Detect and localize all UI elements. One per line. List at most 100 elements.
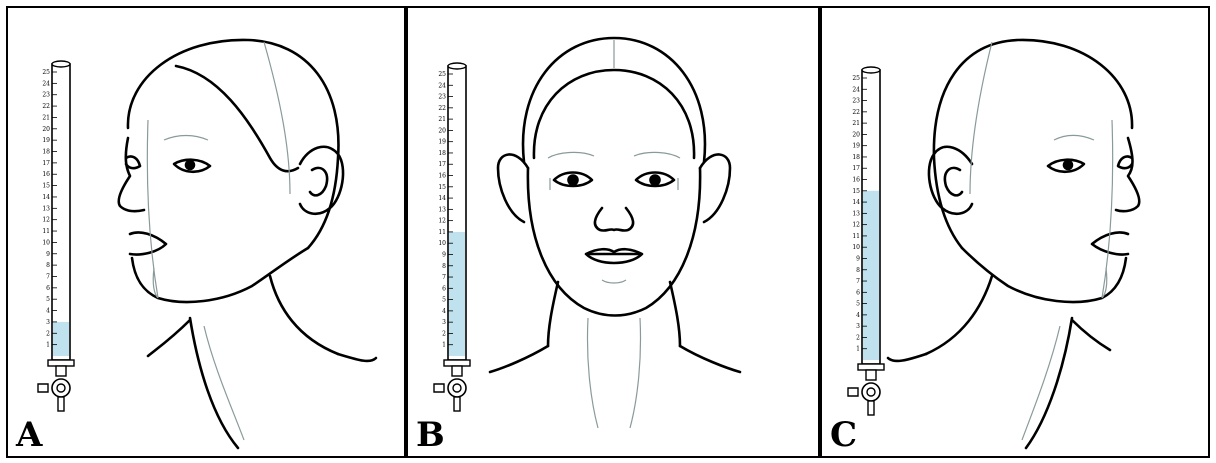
tick-label: 8: [856, 267, 860, 274]
guide-lines-b: [548, 40, 680, 428]
tick-label: 13: [42, 205, 50, 212]
panel-label: C: [830, 418, 857, 452]
tick-label: 18: [42, 149, 50, 156]
tick-label: 5: [46, 296, 50, 303]
tick-label: 15: [42, 183, 50, 190]
tick-label: 14: [852, 199, 860, 206]
tick-label: 8: [442, 263, 446, 270]
burette-neck: [866, 370, 876, 380]
tick-label: 25: [42, 69, 50, 76]
burette-rim: [862, 67, 880, 73]
tick-label: 5: [442, 297, 446, 304]
burette-a: 1234567891011121314151617181920212223242…: [38, 61, 74, 411]
tick-label: 17: [852, 165, 860, 172]
tick-label: 5: [856, 301, 860, 308]
liquid-fill: [449, 232, 465, 356]
tick-label: 24: [852, 86, 860, 93]
liquid-fill: [863, 191, 879, 360]
tick-label: 19: [852, 143, 860, 150]
tick-label: 6: [46, 285, 50, 292]
tick-label: 16: [438, 173, 446, 180]
burette-tip: [58, 397, 64, 411]
panel-a-art: 1234567891011121314151617181920212223242…: [8, 8, 408, 460]
burette-rim: [448, 63, 466, 69]
tick-label: 18: [438, 150, 446, 157]
burette-tip: [454, 397, 460, 411]
burette-rim: [52, 61, 70, 67]
tick-label: 7: [46, 273, 50, 280]
stopcock-core: [453, 384, 461, 392]
panel-b-art: 1234567891011121314151617181920212223242…: [408, 8, 822, 460]
burette-collar: [858, 364, 884, 370]
tick-label: 23: [42, 92, 50, 99]
tick-label: 14: [42, 194, 50, 201]
tick-label: 7: [856, 278, 860, 285]
tick-label: 23: [852, 98, 860, 105]
tick-label: 3: [46, 319, 50, 326]
tick-label: 2: [442, 330, 446, 337]
tick-label: 10: [42, 239, 50, 246]
tick-label: 15: [852, 188, 860, 195]
head-profile-left: [119, 40, 376, 448]
tick-label: 17: [42, 160, 50, 167]
stopcock-handle: [38, 384, 48, 392]
burette-collar: [48, 360, 74, 366]
tick-label: 6: [856, 289, 860, 296]
tick-label: 24: [42, 80, 50, 87]
tick-label: 11: [438, 229, 446, 236]
guide-lines-a: [147, 42, 290, 440]
tick-label: 10: [438, 240, 446, 247]
tick-label: 15: [438, 184, 446, 191]
tick-label: 2: [46, 330, 50, 337]
tick-label: 4: [856, 312, 860, 319]
tick-label: 16: [852, 177, 860, 184]
tick-label: 21: [42, 114, 50, 121]
tick-label: 4: [46, 308, 50, 315]
burette-tube: [52, 64, 70, 360]
tick-label: 13: [438, 206, 446, 213]
tick-label: 12: [42, 217, 50, 224]
tick-label: 11: [852, 233, 860, 240]
tick-label: 20: [42, 126, 50, 133]
tick-label: 9: [46, 251, 50, 258]
tick-label: 13: [852, 210, 860, 217]
tick-label: 16: [42, 171, 50, 178]
tick-label: 10: [852, 244, 860, 251]
tick-label: 9: [442, 251, 446, 258]
tick-label: 7: [442, 274, 446, 281]
tick-label: 22: [852, 109, 860, 116]
tick-label: 1: [442, 342, 446, 349]
tick-label: 8: [46, 262, 50, 269]
guide-lines-c: [970, 42, 1113, 440]
stopcock-handle: [434, 384, 444, 392]
tick-label: 25: [852, 75, 860, 82]
tick-label: 17: [438, 161, 446, 168]
tick-label: 24: [438, 82, 446, 89]
tick-label: 20: [438, 127, 446, 134]
stopcock-handle: [848, 388, 858, 396]
tick-label: 11: [42, 228, 50, 235]
tick-label: 9: [856, 255, 860, 262]
burette-neck: [56, 366, 66, 376]
tick-label: 3: [856, 323, 860, 330]
panel-c-art: 1234567891011121314151617181920212223242…: [822, 8, 1212, 460]
tick-label: 22: [42, 103, 50, 110]
tick-label: 19: [438, 139, 446, 146]
tick-label: 3: [442, 319, 446, 326]
head-profile-right: [888, 40, 1139, 448]
tick-label: 2: [856, 334, 860, 341]
burette-collar: [444, 360, 470, 366]
burette-tip: [868, 401, 874, 415]
tick-label: 1: [856, 346, 860, 353]
tick-label: 12: [438, 218, 446, 225]
panel-label: A: [16, 418, 42, 452]
liquid-fill: [53, 322, 69, 356]
burette-b: 1234567891011121314151617181920212223242…: [434, 63, 470, 411]
tick-label: 18: [852, 154, 860, 161]
tick-label: 14: [438, 195, 446, 202]
tick-label: 6: [442, 285, 446, 292]
